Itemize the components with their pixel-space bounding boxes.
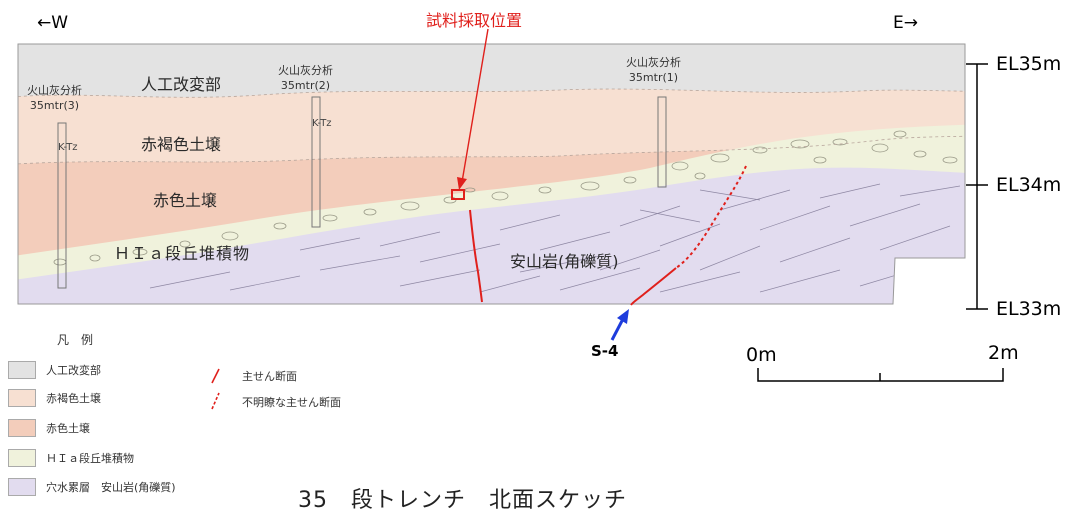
- figure-title: 35 段トレンチ 北面スケッチ: [298, 488, 627, 513]
- label-andesite: 安山岩(角礫質): [510, 252, 619, 271]
- shear-plane-s4-unclear: [675, 165, 747, 269]
- east-direction: E→: [893, 13, 918, 33]
- ash-column-1: [657, 96, 667, 188]
- elevation-35m: EL35m: [996, 53, 1062, 75]
- legend-swatch-artificial: [8, 361, 36, 379]
- sampling-location-label: 試料採取位置: [426, 11, 523, 30]
- fault-lines: [469, 165, 747, 306]
- legend-label-artificial: 人工改変部: [46, 364, 101, 377]
- ash-sample-title: 火山灰分析: [27, 84, 82, 97]
- ash-sample-label-2: 火山灰分析 35mtr(2): [278, 63, 333, 93]
- s4-arrow: [610, 309, 629, 341]
- cobble-texture: [53, 130, 958, 266]
- elevation-34m: EL34m: [996, 174, 1062, 196]
- legend-swatch-red-soil: [8, 419, 36, 437]
- legend-swatch-andesite: [8, 478, 36, 496]
- ash-sample-id: 35mtr(2): [280, 79, 331, 92]
- label-artificial: 人工改変部: [141, 75, 222, 94]
- label-terrace-deposit: ＨＩａ段丘堆積物: [114, 244, 251, 263]
- legend-label-reddish-brown: 赤褐色土壌: [46, 392, 101, 405]
- label-red-soil: 赤色土壌: [153, 191, 218, 210]
- ash-sample-title: 火山灰分析: [626, 56, 681, 69]
- label-reddish-brown-soil: 赤褐色土壌: [141, 135, 222, 154]
- legend-shear-symbol: [211, 368, 220, 384]
- legend-label-terrace: ＨＩａ段丘堆積物: [46, 452, 134, 465]
- sampling-location-marker: [451, 189, 465, 200]
- andesite-layer: [18, 167, 965, 304]
- ash-column-3: [57, 122, 67, 289]
- legend-label-red-soil: 赤色土壌: [46, 422, 90, 435]
- elevation-33m: EL33m: [996, 298, 1062, 320]
- ash-sample-title: 火山灰分析: [278, 64, 333, 77]
- trench-wall: [18, 44, 965, 304]
- legend-label-andesite: 穴水累層 安山岩(角礫質): [46, 481, 176, 494]
- ash-sample-id: 35mtr(1): [628, 71, 679, 84]
- ash-sample-label-3: 火山灰分析 35mtr(3): [27, 83, 82, 113]
- west-direction: ←W: [37, 13, 69, 33]
- legend-unclear-shear-symbol: [211, 392, 220, 410]
- shear-plane-s4: [630, 267, 677, 306]
- ash-sample-id: 35mtr(3): [29, 99, 80, 112]
- ktz-marker-2: K-Tz: [312, 118, 332, 129]
- scale-label-end: 2m: [988, 342, 1019, 364]
- ktz-marker-3: K-Tz: [58, 142, 78, 153]
- legend-swatch-terrace: [8, 449, 36, 467]
- elevation-axis: [966, 63, 988, 310]
- ash-column-2: [311, 96, 321, 228]
- ash-sample-label-1: 火山灰分析 35mtr(1): [626, 55, 681, 85]
- legend-label-unclear-shear-plane: 不明瞭な主せん断面: [242, 396, 341, 409]
- scale-bar: [757, 368, 1004, 382]
- legend-title: 凡 例: [57, 333, 94, 347]
- legend-fault-symbols: [211, 368, 220, 410]
- shear-plane-west: [469, 209, 483, 303]
- andesite-texture: [149, 183, 961, 293]
- layer-boundaries: [18, 88, 965, 166]
- trench-section-sketch: [17, 28, 1004, 410]
- legend-label-shear-plane: 主せん断面: [242, 370, 297, 383]
- scale-label-start: 0m: [746, 344, 777, 366]
- ash-sample-columns: [57, 96, 667, 289]
- fault-s4-label: S-4: [591, 342, 619, 360]
- trench-outline: [17, 43, 966, 305]
- legend-swatch-reddish-brown: [8, 389, 36, 407]
- sampling-arrow: [457, 28, 489, 190]
